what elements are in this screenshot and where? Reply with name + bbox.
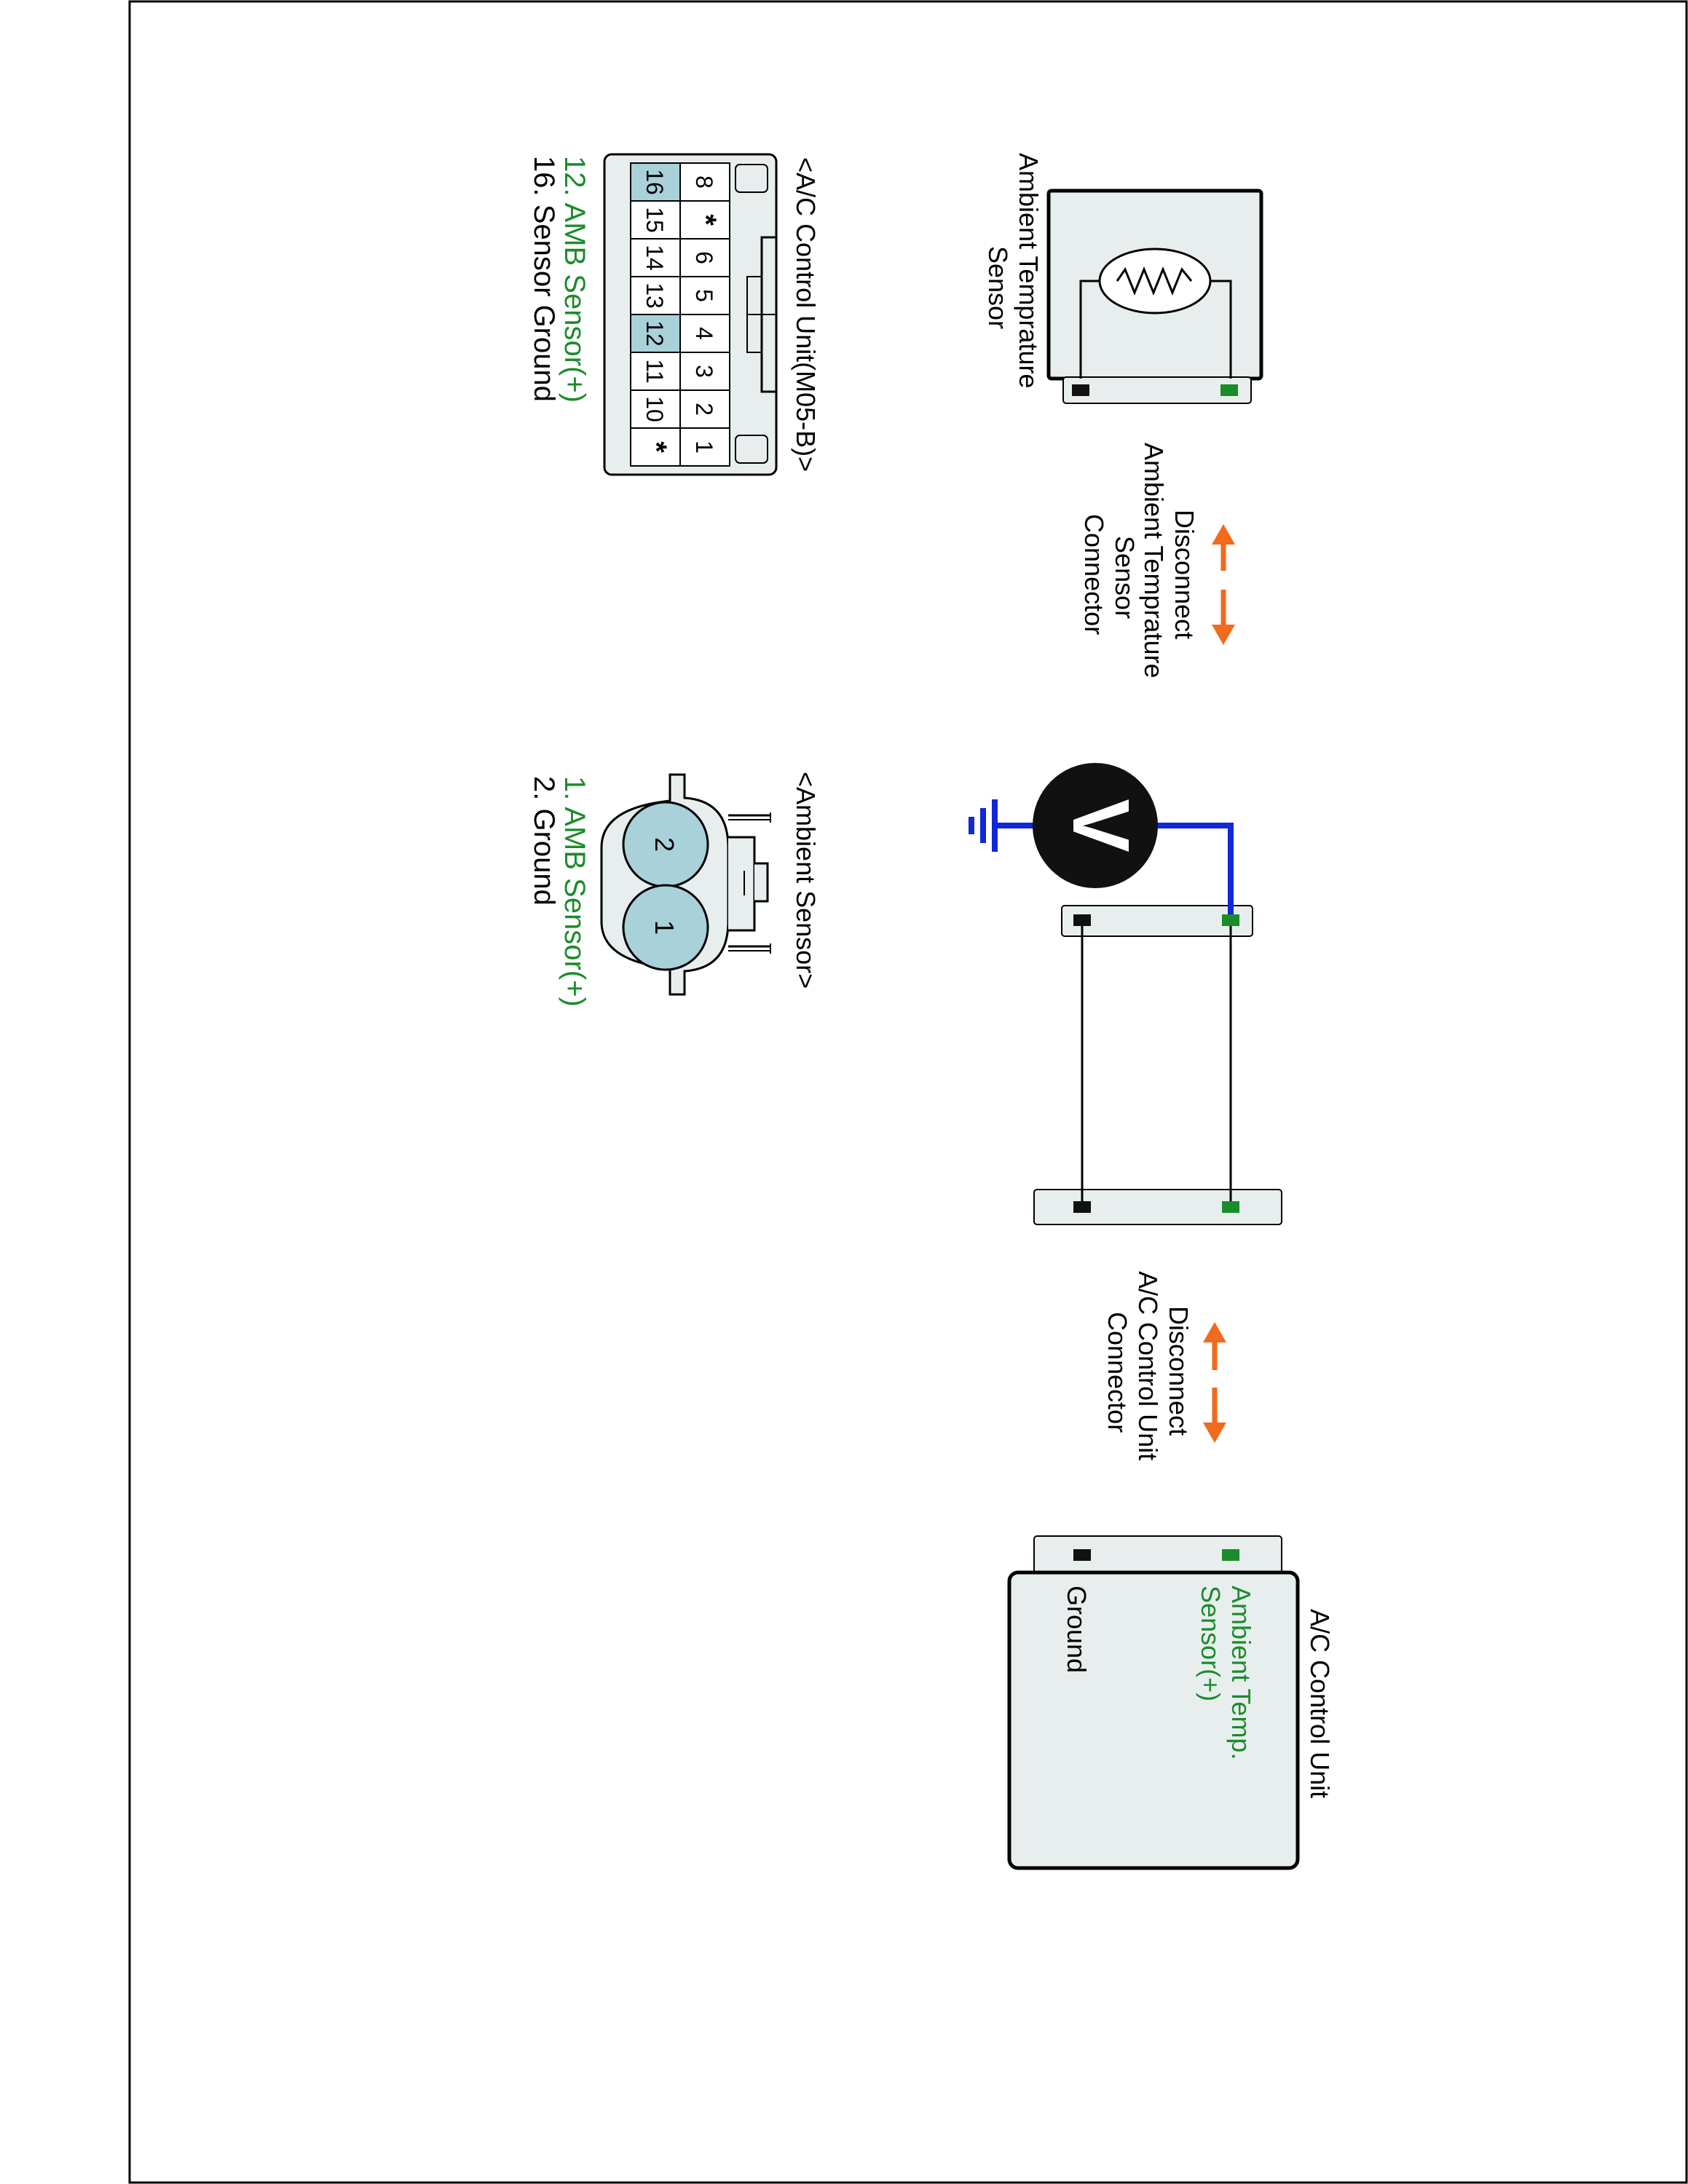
acu-pin-plus-line1: Ambient Temp. <box>1226 1586 1256 1760</box>
acu-pin-label: 12 <box>642 320 668 347</box>
page-border <box>128 0 1688 2184</box>
sensor-connector-title: <Ambient Sensor> <box>791 772 821 989</box>
acu-connector-title: <A/C Control Unit(M05-B)> <box>791 157 821 472</box>
acu-pin-label: 11 <box>642 359 668 383</box>
voltmeter-symbol: V <box>1056 799 1145 852</box>
acu-pin-grid: 8 * 6 5 4 3 2 1 16 15 14 13 12 11 10 * <box>630 162 730 467</box>
acu-pin-label: 15 <box>642 207 668 233</box>
sensor-connector-face: <Ambient Sensor> 2 1 1. AMB Sensor(+) 2.… <box>528 772 821 1007</box>
harness <box>1033 905 1282 1225</box>
acu-connector-face: <A/C Control Unit(M05-B)> 8 * 6 5 4 3 2 1 16 15 14… <box>528 153 821 476</box>
double-arrow-icon <box>1212 524 1235 645</box>
acu-pin-label: 10 <box>642 396 668 422</box>
acu-pin-cell <box>679 352 730 391</box>
acu-pin-cell <box>679 427 730 467</box>
acu-pin-label: * <box>640 441 672 453</box>
acu-pin-ground: Ground <box>1062 1586 1092 1673</box>
acu-pin-label: 14 <box>642 245 668 271</box>
acu-block: A/C Control Unit Ambient Temp. Sensor(+)… <box>1007 1535 1335 1870</box>
acu-pin-cell <box>679 238 730 277</box>
harness-pin-green-bottom <box>1222 1201 1239 1213</box>
disconnect-sensor-line2: Ambient Temprature <box>1139 443 1169 678</box>
sensor-connector-pin-1-label: 1 <box>650 920 679 935</box>
acu-pin-plus-line2: Sensor(+) <box>1196 1586 1226 1701</box>
acu-pin-green <box>1222 1549 1239 1561</box>
acu-pin-cell <box>630 238 681 277</box>
acu-pin-cell <box>630 352 681 391</box>
acu-pin-cell <box>679 162 730 202</box>
acu-connector-legend-2: 16. Sensor Ground <box>528 156 560 402</box>
acu-connector-legend-1: 12. AMB Sensor(+) <box>559 156 591 403</box>
acu-pin-label: 13 <box>642 282 668 309</box>
sensor-connector-legend-1: 1. AMB Sensor(+) <box>559 776 591 1007</box>
sensor-title-line1: Ambient Temprature <box>1014 153 1044 389</box>
disconnect-acu-line3: Connector <box>1103 1312 1132 1433</box>
acu-pin-label: 3 <box>691 365 717 378</box>
disconnect-acu-line1: Disconnect <box>1164 1306 1194 1436</box>
disconnect-sensor-line4: Connector <box>1079 514 1109 635</box>
acu-pin-cell <box>630 276 681 315</box>
acu-pin-label: * <box>690 214 722 226</box>
disconnect-sensor-line3: Sensor <box>1110 536 1140 619</box>
sensor-connector-pin-1 <box>622 884 709 971</box>
acu-pin-black <box>1073 1549 1091 1561</box>
acu-pin-cell <box>630 427 681 467</box>
harness-connector-sensor-side <box>1061 905 1253 937</box>
sensor-connector-legend-2: 2. Ground <box>528 776 560 906</box>
voltmeter-icon: V <box>969 763 1234 914</box>
sensor-pin-green <box>1220 384 1238 396</box>
ambient-sensor-block: Ambient Temprature Sensor <box>983 153 1263 404</box>
acu-pin-label: 16 <box>642 169 668 195</box>
acu-pin-label: 1 <box>691 440 717 454</box>
sensor-connector-pin-2-label: 2 <box>650 837 679 852</box>
sensor-pin-black <box>1072 384 1089 396</box>
sensor-title-line2: Sensor <box>983 246 1013 329</box>
acu-pin-cell <box>630 200 681 240</box>
acu-pin-cell <box>630 314 681 353</box>
acu-title: A/C Control Unit <box>1305 1609 1335 1798</box>
double-arrow-icon <box>1203 1322 1226 1443</box>
harness-pin-green-top <box>1222 914 1239 926</box>
resistor-icon <box>1079 248 1232 379</box>
acu-pin-cell <box>630 162 681 202</box>
disconnect-sensor-line1: Disconnect <box>1170 510 1199 639</box>
acu-pin-label: 4 <box>691 327 717 340</box>
disconnect-acu-line2: A/C Control Unit <box>1133 1271 1163 1460</box>
harness-pin-black-bottom <box>1073 1201 1091 1213</box>
acu-pin-label: 5 <box>691 289 717 302</box>
harness-pin-black-top <box>1073 914 1091 926</box>
acu-pin-label: 2 <box>691 403 717 416</box>
acu-pin-label: 6 <box>691 251 717 264</box>
harness-connector-acu-side <box>1033 1189 1282 1225</box>
acu-pin-label: 8 <box>691 175 717 189</box>
